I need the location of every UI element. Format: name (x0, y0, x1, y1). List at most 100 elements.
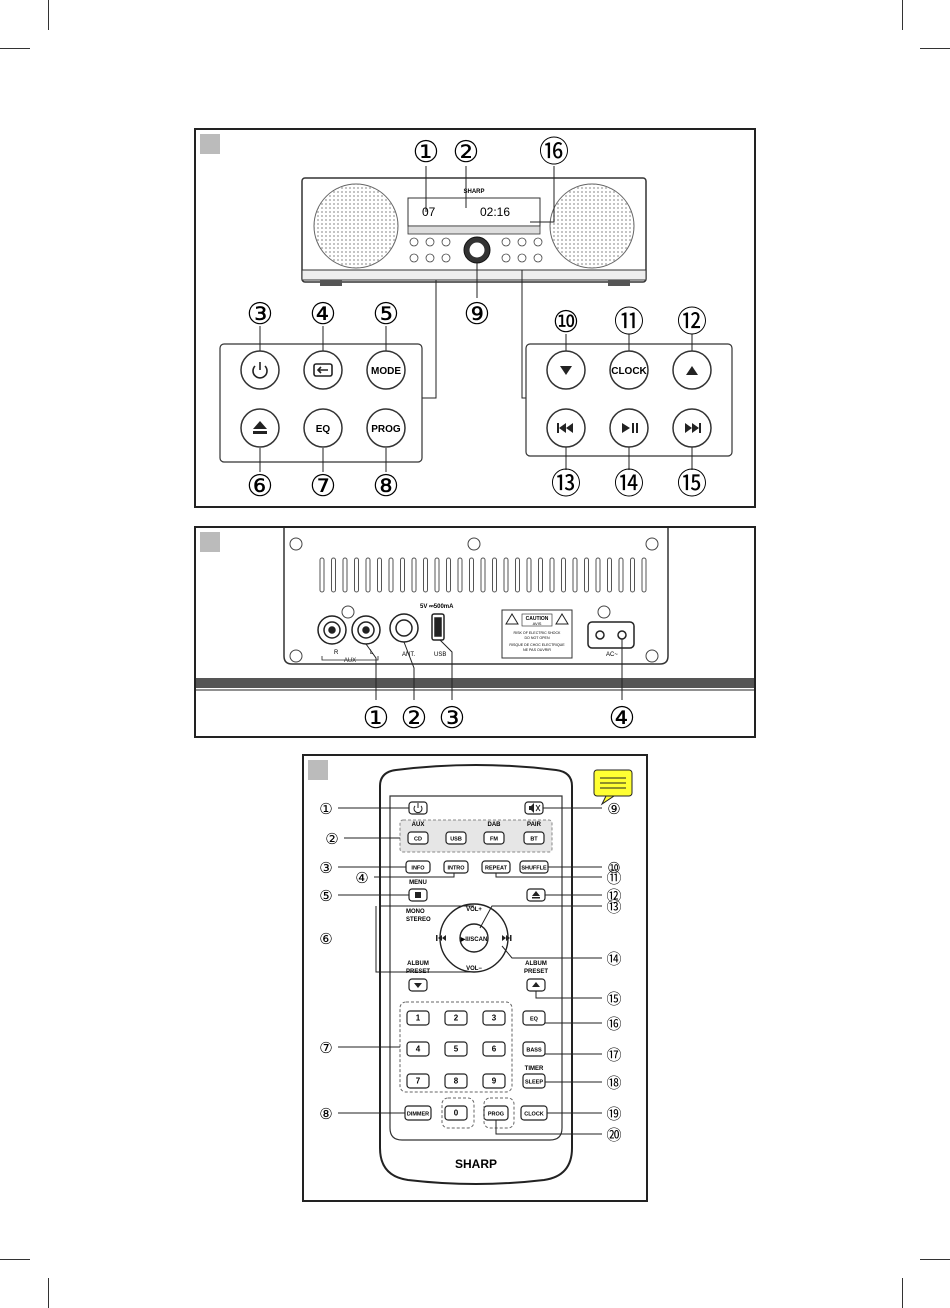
play-pause-icon (622, 423, 638, 433)
remote-key-0[interactable]: 0 (444, 1105, 468, 1121)
remote-prog-button-label: PROG (488, 1112, 504, 1118)
remote-key-1[interactable]: 1 (406, 1010, 430, 1026)
remote-power-button[interactable] (408, 801, 428, 815)
crop-mark (902, 1278, 903, 1308)
svg-text:DAB: DAB (488, 822, 502, 828)
remote-clock-button[interactable]: CLOCK (520, 1105, 548, 1121)
label-usb: USB (434, 652, 446, 658)
remote-key-4-label: 4 (416, 1045, 421, 1054)
remote-sleep-button-label: SLEEP (525, 1080, 543, 1086)
remote-stop-button[interactable] (408, 888, 428, 902)
rear-callout-3: ③ (439, 702, 466, 735)
eq-label: EQ (316, 424, 331, 435)
callout-7: ⑦ (310, 470, 337, 503)
remote-callout-10: ⑩ (607, 859, 620, 877)
play-scan-button[interactable] (459, 923, 489, 953)
rear-panel: R L AUX ANT. USB 5V ⎓500mA AC~ CAUTION A… (194, 526, 756, 738)
remote-callout-7: ⑦ (319, 1039, 332, 1057)
left-speaker (313, 183, 399, 269)
remote-callout-15: ⑮ (606, 990, 621, 1008)
eq-button[interactable] (303, 408, 343, 448)
rear-diagram: R L AUX ANT. USB 5V ⎓500mA AC~ CAUTION A… (196, 528, 754, 735)
remote-callout-8: ⑧ (319, 1105, 332, 1123)
remote-repeat-button[interactable]: REPEAT (481, 860, 511, 874)
rear-callout-1: ① (363, 702, 390, 735)
remote-preset-down-button[interactable] (408, 978, 428, 992)
svg-text:MENU: MENU (409, 880, 427, 886)
remote-key-7[interactable]: 7 (406, 1073, 430, 1089)
remote-dimmer-button[interactable]: DIMMER (404, 1105, 432, 1121)
svg-text:VOL−: VOL− (466, 966, 482, 972)
remote-callout-9: ⑨ (607, 800, 620, 818)
remote-bass-button[interactable]: BASS (522, 1041, 546, 1057)
remote-key-0-label: 0 (454, 1109, 459, 1118)
remote-callout-14: ⑭ (606, 950, 621, 968)
callout-10: ⑩ (553, 306, 580, 339)
ac-inlet[interactable] (587, 621, 635, 649)
remote-callout-20: ⑳ (606, 1126, 621, 1144)
callout-5: ⑤ (373, 298, 400, 331)
remote-key-6[interactable]: 6 (482, 1041, 506, 1057)
svg-text:AVIS: AVIS (533, 621, 542, 626)
remote-key-8-label: 8 (454, 1077, 459, 1086)
remote-preset-up-button[interactable] (526, 978, 546, 992)
up-arrow-icon (686, 366, 698, 375)
remote-intro-button[interactable]: INTRO (443, 860, 469, 874)
remote-mute-button[interactable] (524, 801, 544, 815)
remote-key-3[interactable]: 3 (482, 1010, 506, 1026)
prog-button[interactable] (366, 408, 406, 448)
remote-sleep-button[interactable]: SLEEP (522, 1073, 546, 1089)
remote-bt-button[interactable]: BT (523, 831, 545, 845)
remote-fm-button[interactable]: FM (483, 831, 505, 845)
next-track-icon (685, 423, 701, 433)
eject-icon (253, 421, 267, 434)
mode-label: MODE (371, 366, 401, 377)
remote-key-9[interactable]: 9 (482, 1073, 506, 1089)
clock-button[interactable] (609, 350, 649, 390)
remote-clock-button-label: CLOCK (524, 1112, 544, 1118)
callout-12: ⑫ (677, 306, 707, 339)
remote-prog-button[interactable]: PROG (483, 1105, 509, 1121)
panel-tag (200, 532, 220, 552)
svg-text:AUX: AUX (412, 822, 425, 828)
label-r: R (334, 650, 339, 656)
clock-label: CLOCK (611, 366, 647, 377)
callout-9: ⑨ (464, 298, 491, 331)
remote-dimmer-button-label: DIMMER (407, 1112, 429, 1118)
callout-16: ⑯ (539, 136, 569, 169)
remote-usb-button-label: USB (450, 837, 462, 843)
svg-text:STEREO: STEREO (406, 917, 431, 923)
callout-4: ④ (310, 298, 337, 331)
power-icon (252, 362, 268, 379)
svg-text:RISQUE DE CHOC ELECTRIQUE: RISQUE DE CHOC ELECTRIQUE (509, 643, 565, 647)
remote-callout-5: ⑤ (319, 887, 332, 905)
remote-key-5[interactable]: 5 (444, 1041, 468, 1057)
crop-mark (0, 1259, 30, 1260)
remote-callout-19: ⑲ (606, 1105, 621, 1123)
remote-eq-button[interactable]: EQ (522, 1010, 546, 1026)
note-icon (593, 769, 633, 806)
remote-mute-icon (529, 803, 541, 813)
remote-shuffle-button[interactable]: SHUFFLE (519, 860, 549, 874)
remote-usb-button[interactable]: USB (445, 831, 467, 845)
svg-text:ALBUM: ALBUM (407, 961, 429, 967)
remote-eject-icon (532, 891, 540, 899)
remote-key-9-label: 9 (492, 1077, 497, 1086)
remote-cd-button[interactable]: CD (407, 831, 429, 845)
remote-key-2[interactable]: 2 (444, 1010, 468, 1026)
crop-mark (920, 1259, 950, 1260)
display-track: 07 (422, 205, 436, 219)
mode-button[interactable] (366, 350, 406, 390)
remote-prev-icon (436, 935, 446, 941)
callout-13: ⑬ (551, 468, 581, 501)
remote-info-button[interactable]: INFO (405, 860, 431, 874)
remote-key-4[interactable]: 4 (406, 1041, 430, 1057)
remote-callout-16: ⑯ (606, 1015, 621, 1033)
vent-slots (319, 557, 647, 593)
remote-eject-button[interactable] (526, 888, 546, 902)
rear-callout-2: ② (401, 702, 428, 735)
remote-key-8[interactable]: 8 (444, 1073, 468, 1089)
crop-mark (48, 0, 49, 30)
svg-text:ALBUM: ALBUM (525, 961, 547, 967)
